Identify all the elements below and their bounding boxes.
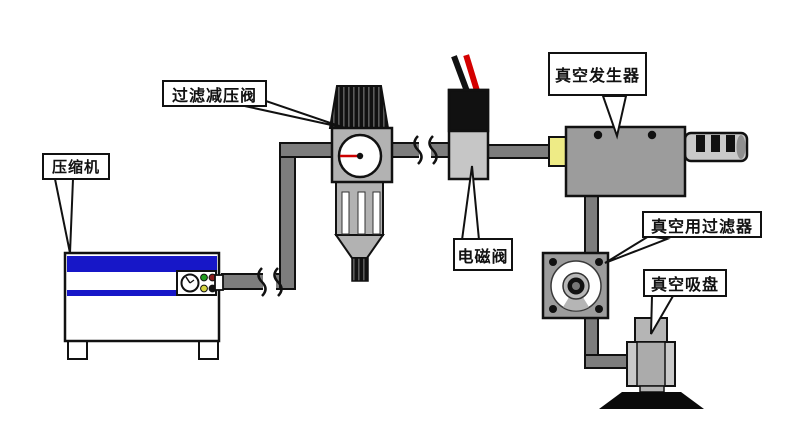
filter-core-hole (572, 282, 580, 290)
drain-fitting (351, 257, 369, 282)
button-green (200, 273, 208, 282)
label-vacuum-filter: 真空用过滤器 (642, 211, 762, 238)
inlet-fitting-yellow (548, 136, 567, 167)
label-solenoid-valve: 电磁阀 (453, 238, 513, 271)
label-filter-regulator: 过滤减压阀 (162, 80, 267, 107)
filter-bolt-bl (549, 305, 557, 313)
muffler-end-cap (736, 135, 746, 159)
suction-connector (639, 385, 665, 393)
compressor (63, 251, 224, 360)
bowl-slot-2 (357, 191, 366, 235)
label-pointers (53, 95, 675, 335)
compressor-foot-right (198, 340, 219, 360)
muffler-slot-3 (726, 135, 735, 152)
label-compressor: 压缩机 (42, 153, 110, 180)
gauge-hand (185, 276, 191, 284)
suction-cup-pad (599, 392, 704, 409)
pointer-compressor (53, 178, 75, 254)
compressor-outlet-stub (214, 274, 224, 291)
pointer-vacuum-filter (604, 234, 671, 264)
muffler-slot-2 (711, 135, 720, 152)
vacuum-filter (541, 251, 610, 320)
regulator-gauge-hub (356, 152, 364, 160)
suction-inner-block (636, 341, 666, 387)
filter-bolt-tl (549, 258, 557, 266)
generator-screw-left (593, 130, 603, 140)
wire-black (451, 55, 472, 98)
bowl-slot-1 (341, 191, 350, 235)
muffler-slot-1 (696, 135, 705, 152)
generator-screw-right (647, 130, 657, 140)
filter-bolt-br (595, 305, 603, 313)
compressor-foot-left (67, 340, 88, 360)
filter-bolt-tr (595, 258, 603, 266)
pipe-riser-elbow (279, 142, 333, 158)
pipe-elbow-to-suction (584, 354, 628, 369)
wire-red (463, 54, 482, 98)
pointer-generator (601, 95, 628, 140)
pipe-generator-down (584, 195, 599, 254)
vacuum-generator (548, 125, 749, 198)
solenoid-coil (447, 88, 490, 133)
pipe-break-1 (257, 267, 283, 297)
bowl-slot-3 (372, 191, 381, 235)
solenoid-valve (447, 54, 490, 181)
compressor-blue-band (67, 256, 217, 272)
pipe-break-2 (413, 135, 438, 165)
gauge-hand-2 (189, 279, 195, 284)
filter-bowl-taper (334, 234, 385, 259)
label-vacuum-suction-cup: 真空吸盘 (643, 269, 727, 297)
filter-regulator (328, 85, 394, 282)
compressor-blue-stripe (67, 290, 217, 296)
button-yellow (200, 284, 208, 293)
regulator-knob (328, 85, 390, 129)
label-vacuum-generator: 真空发生器 (548, 52, 647, 96)
generator-body (564, 125, 687, 198)
pipe-solenoid-to-generator (487, 144, 551, 159)
pipe-riser (279, 142, 296, 290)
